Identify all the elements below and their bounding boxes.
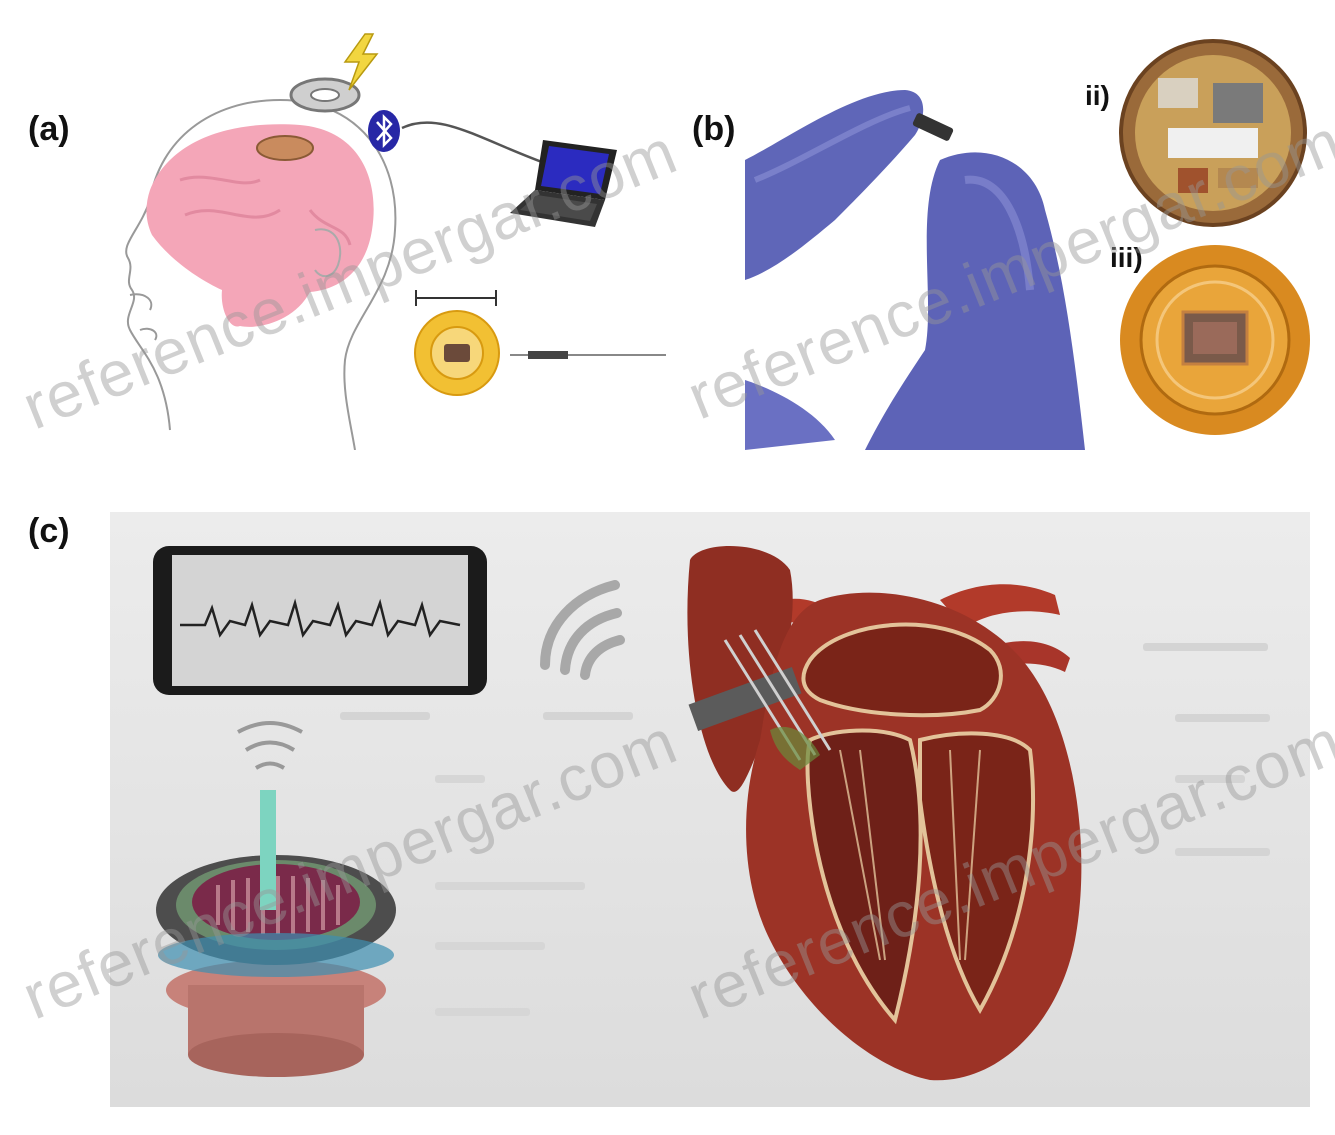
implant-device — [412, 308, 502, 398]
caption-heart-1 — [1143, 643, 1268, 651]
smartphone-ecg-display — [150, 543, 490, 698]
gold-implant-disc — [1118, 240, 1313, 440]
panel-a-label: (a) — [28, 110, 70, 149]
scale-bar — [412, 288, 500, 308]
panel-c-label: (c) — [28, 512, 70, 551]
caption-smartphone — [340, 712, 430, 720]
panel-b-label: (b) — [692, 110, 735, 149]
callout-line — [508, 345, 668, 365]
caption-layer-3 — [435, 942, 545, 950]
caption-heart-4 — [1175, 848, 1270, 856]
caption-layer-4 — [435, 1008, 530, 1016]
caption-heart-2 — [1175, 714, 1270, 722]
lightning-icon — [335, 32, 385, 92]
bluetooth-icon — [366, 108, 402, 154]
wireless-waves-icon — [525, 575, 645, 695]
panel-b-sub-ii-label: ii) — [1085, 80, 1110, 112]
implant-patch — [257, 136, 313, 160]
caption-layer-2 — [435, 882, 585, 890]
signal-waves-icon — [230, 720, 310, 790]
